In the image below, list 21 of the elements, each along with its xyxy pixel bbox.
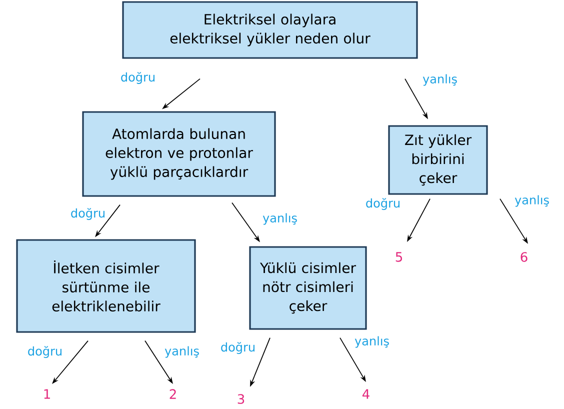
text-box: İletken cisimler sürtünme ile elektriklenebilir — [16, 239, 196, 333]
text-box: Atomlarda bulunan elektron ve protonlar yüklü parçacıklardır — [82, 111, 276, 197]
outcome-number: 6 — [520, 252, 528, 262]
outcome-number: 1 — [44, 389, 50, 399]
edge-label: yanlış — [262, 213, 297, 225]
outcome-number: 3 — [238, 394, 244, 404]
text-box: Yüklü cisimler nötr cisimleri çeker — [249, 246, 367, 330]
edge-label: doğru — [121, 72, 154, 84]
outcome-number: 5 — [396, 252, 402, 262]
text-box: Elektriksel olaylara elektriksel yükler neden olur — [122, 1, 418, 59]
edge-label: doğru — [221, 342, 254, 354]
edge-label: yanlış — [514, 195, 549, 207]
outcome-number: 4 — [362, 389, 370, 399]
edge-label: yanlış — [422, 74, 457, 86]
edge-label: doğru — [366, 198, 400, 210]
edge-label: yanlış — [164, 346, 199, 358]
text-box: Zıt yükler birbirini çeker — [388, 125, 488, 195]
outcome-number: 2 — [170, 389, 176, 399]
edge-label: doğru — [71, 208, 104, 220]
edge-label: doğru — [28, 346, 62, 358]
edge-label: yanlış — [354, 336, 389, 348]
